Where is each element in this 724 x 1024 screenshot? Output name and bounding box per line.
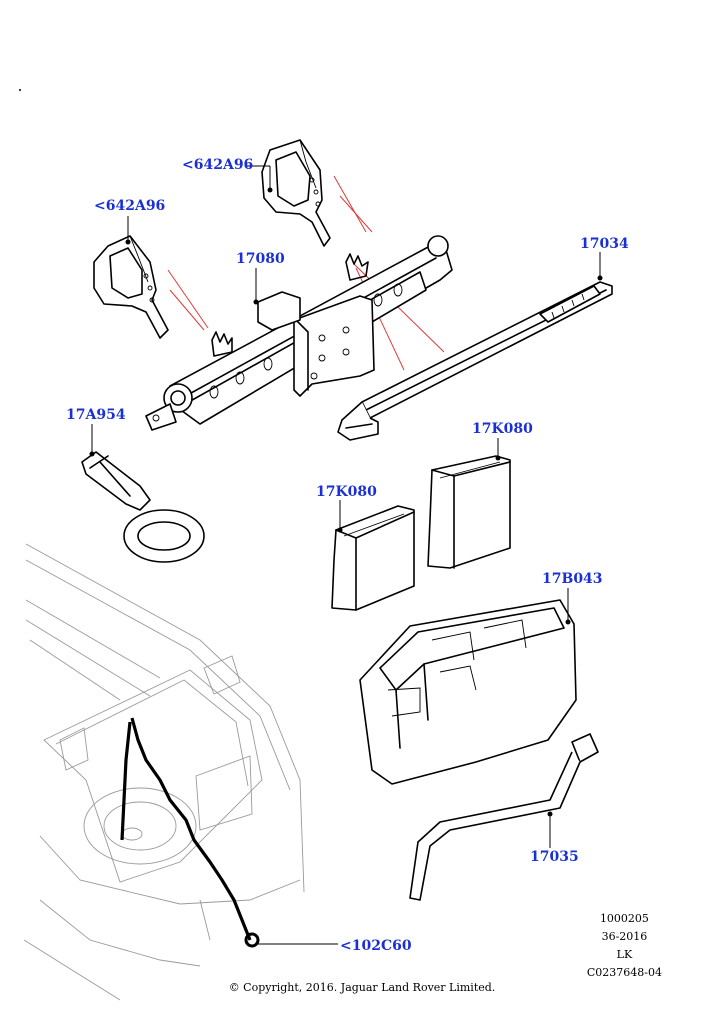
scissor-jack[interactable] — [145, 235, 453, 431]
callout-17080[interactable]: 17080 — [236, 251, 285, 267]
reference-model: LK — [616, 948, 633, 961]
corner-mark — [19, 89, 21, 91]
foam-block-right[interactable] — [427, 455, 511, 569]
callout-17k080-left[interactable]: 17K080 — [316, 484, 377, 500]
callout-17a954[interactable]: 17A954 — [66, 407, 126, 423]
reference-number: 1000205 — [599, 912, 649, 925]
tool-tray[interactable] — [359, 599, 577, 785]
copyright-notice: © Copyright, 2016. Jaguar Land Rover Lim… — [228, 981, 496, 994]
leader-lines — [89, 165, 603, 945]
callout-17035[interactable]: 17035 — [530, 849, 579, 865]
callout-642a96-left[interactable]: <642A96 — [94, 198, 166, 214]
jack-handle[interactable] — [337, 281, 613, 441]
callout-642a96-top[interactable]: <642A96 — [182, 157, 254, 173]
callout-17k080-right[interactable]: 17K080 — [472, 421, 533, 437]
wheel-chock-left[interactable] — [93, 235, 169, 339]
tie-down-strap[interactable] — [120, 717, 260, 948]
wheel-chock-top[interactable] — [261, 139, 331, 247]
vehicle-rear-view — [23, 543, 305, 1001]
wheel-nut-wrench[interactable] — [409, 733, 599, 901]
reference-date: 36-2016 — [601, 930, 648, 943]
callout-102c60[interactable]: <102C60 — [340, 938, 412, 954]
reference-code: C0237648-04 — [586, 966, 662, 979]
callout-17b043[interactable]: 17B043 — [542, 571, 603, 587]
foam-block-left[interactable] — [331, 505, 415, 611]
callout-17034[interactable]: 17034 — [580, 236, 629, 252]
tow-eye[interactable] — [81, 451, 205, 563]
drawing-reference: 1000205 36-2016 LK C0237648-04 — [587, 910, 662, 982]
